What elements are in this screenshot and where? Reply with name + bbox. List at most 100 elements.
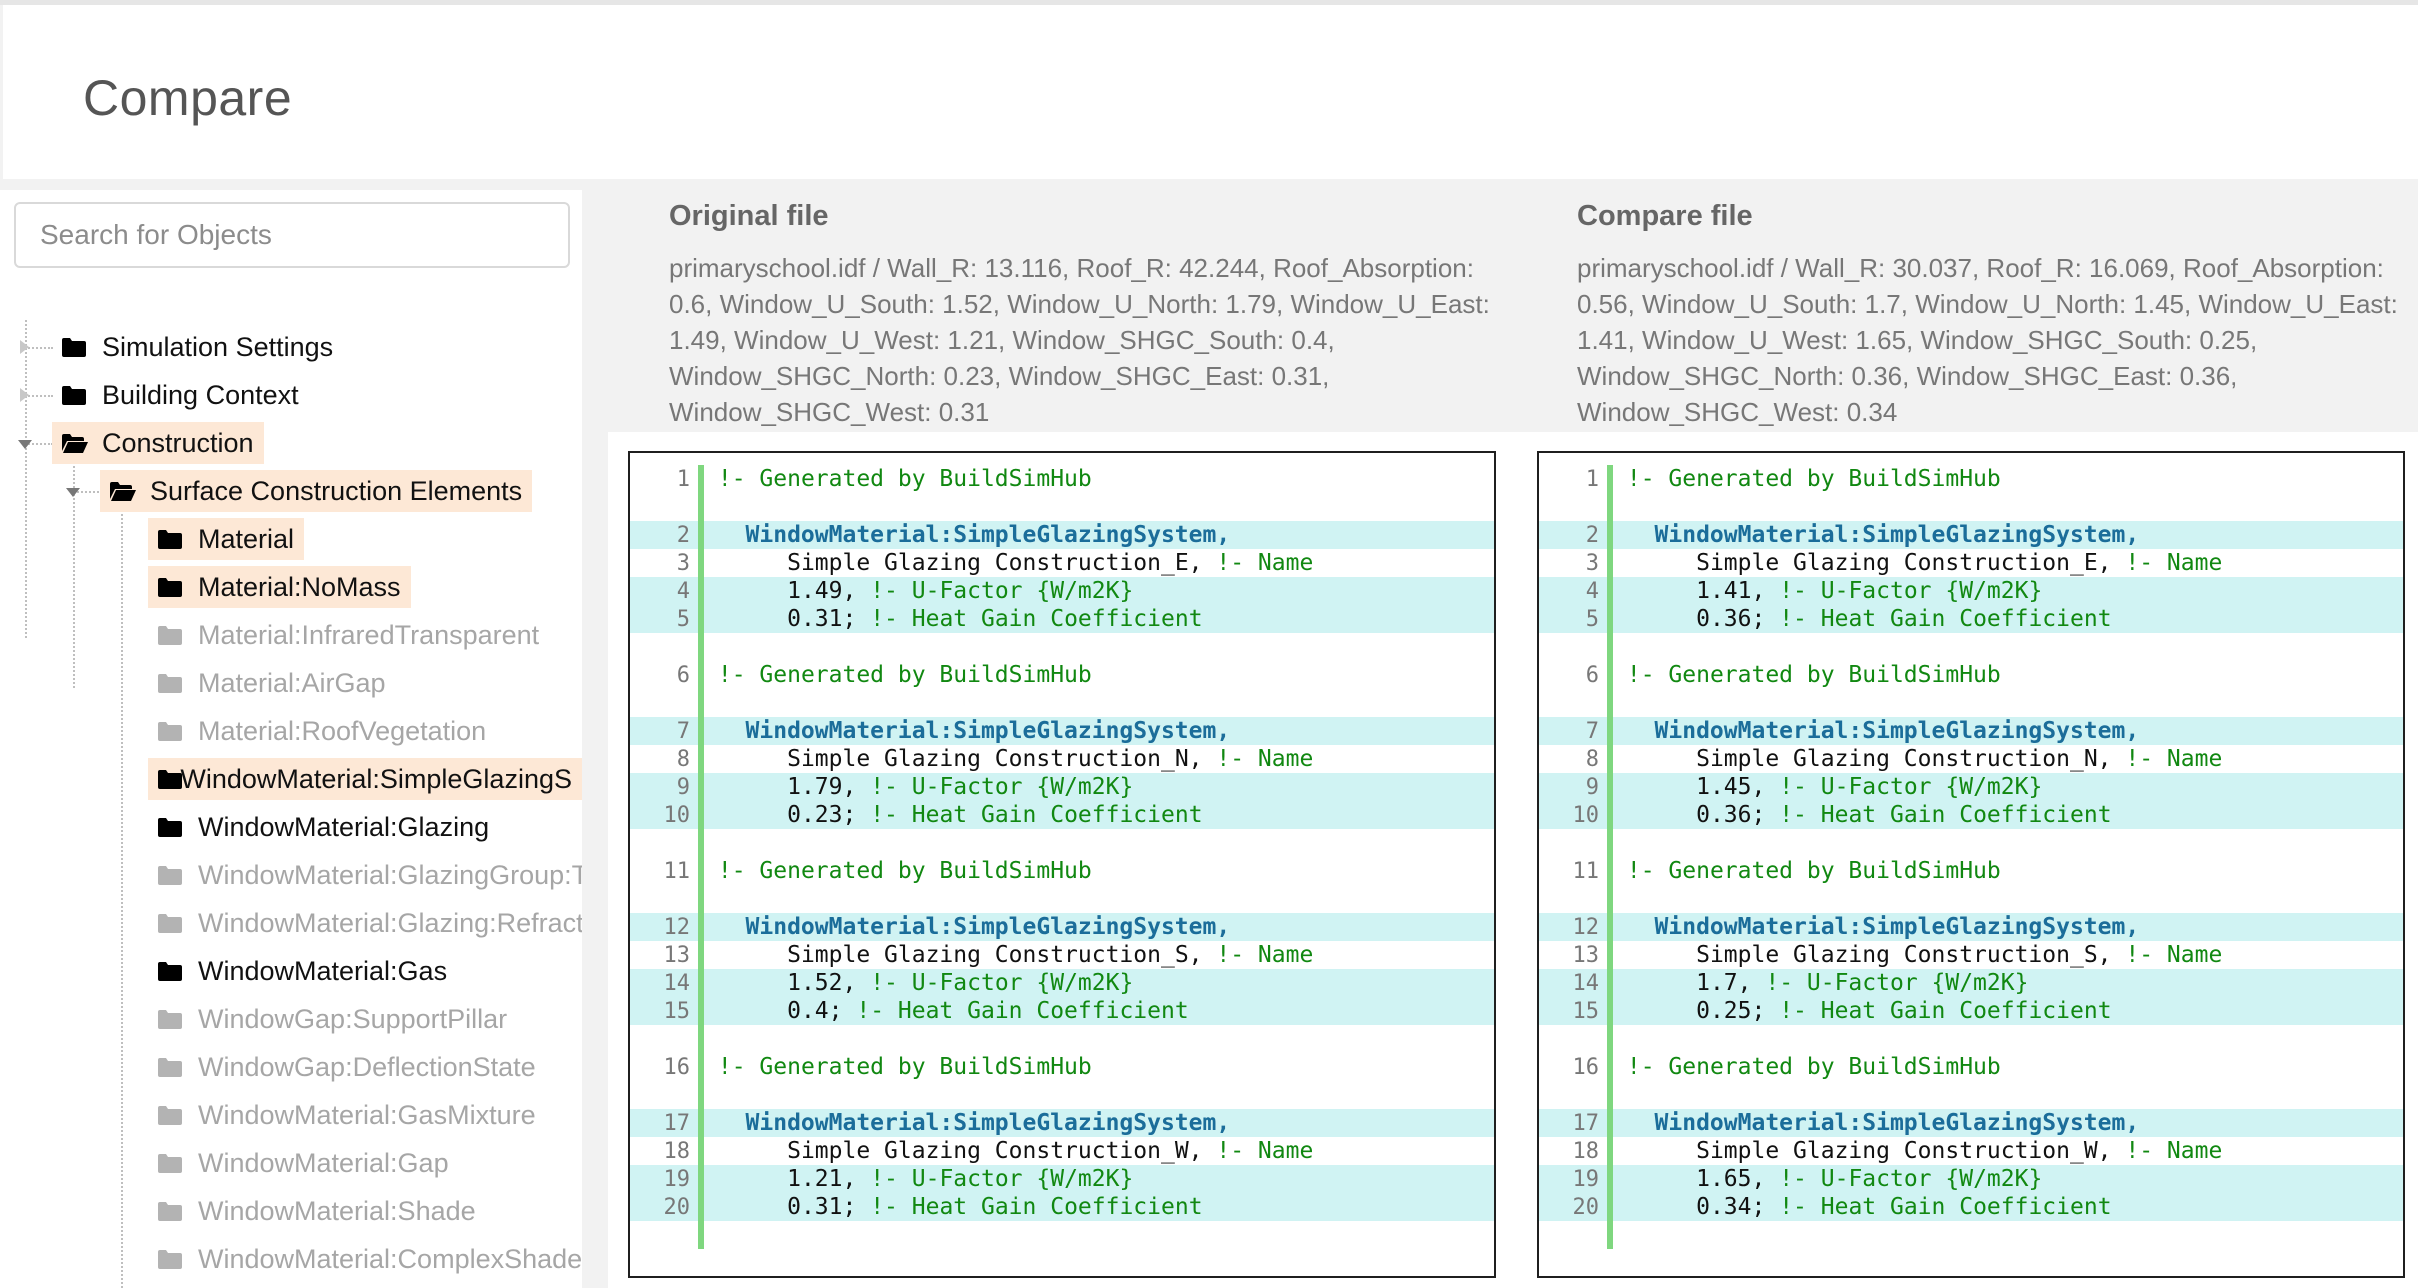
diff-change-bar: [698, 885, 704, 913]
tree-node[interactable]: Material:InfraredTransparent: [148, 614, 549, 656]
code-text: Simple Glazing Construction_E, !- Name: [704, 550, 1313, 576]
diff-change-bar: [698, 801, 704, 829]
code-text: 0.36; !- Heat Gain Coefficient: [1613, 606, 2111, 632]
diff-change-bar: [1607, 969, 1613, 997]
diff-change-bar: [1607, 605, 1613, 633]
diff-change-bar: [1607, 717, 1613, 745]
tree-node-label: Simulation Settings: [102, 331, 334, 362]
code-text: 0.4; !- Heat Gain Coefficient: [704, 998, 1189, 1024]
code-text: !- Generated by BuildSimHub: [704, 1054, 1092, 1080]
tree-node[interactable]: Material: [148, 518, 305, 560]
code-value: 1.41,: [1696, 578, 1766, 604]
tree-node[interactable]: Surface Construction Elements: [100, 470, 533, 512]
folder-icon: [158, 913, 182, 933]
tree-node[interactable]: Building Context: [52, 374, 309, 416]
code-text: Simple Glazing Construction_W, !- Name: [704, 1138, 1313, 1164]
tree-node-label: WindowMaterial:Gas: [198, 955, 448, 986]
tree-node-label: WindowMaterial:ComplexShade: [198, 1243, 582, 1274]
code-value: 1.45,: [1696, 774, 1766, 800]
code-text: 1.65, !- U-Factor {W/m2K}: [1613, 1166, 2042, 1192]
folder-icon: [158, 961, 182, 981]
tree-node[interactable]: WindowMaterial:ComplexShade: [148, 1238, 582, 1280]
desc-line: Window_SHGC_North: 0.36, Window_SHGC_Eas…: [1577, 361, 2238, 391]
code-keyword: WindowMaterial:SimpleGlazingSystem,: [745, 914, 1231, 940]
code-value: 0.36;: [1696, 802, 1766, 828]
code-text: WindowMaterial:SimpleGlazingSystem,: [704, 914, 1231, 940]
code-keyword: WindowMaterial:SimpleGlazingSystem,: [745, 1110, 1231, 1136]
line-number: 20: [1572, 1194, 1600, 1220]
folder-icon: [158, 865, 182, 885]
tree-node-label: Construction: [102, 427, 254, 458]
diff-change-bar: [1607, 885, 1613, 913]
code-text: 0.31; !- Heat Gain Coefficient: [704, 1194, 1202, 1220]
code-comment: !- U-Factor {W/m2K}: [1779, 774, 2043, 800]
diff-change-bar: [698, 997, 704, 1025]
search-input[interactable]: [14, 202, 570, 268]
code-line: 13 Simple Glazing Construction_S, !- Nam…: [630, 941, 1494, 969]
folder-icon: [158, 673, 182, 693]
line-number: 13: [1572, 942, 1600, 968]
code-value: Simple Glazing Construction_S,: [1696, 942, 2112, 968]
code-comment: !- Generated by BuildSimHub: [717, 662, 1092, 688]
code-text: WindowMaterial:SimpleGlazingSystem,: [704, 718, 1231, 744]
tree-node[interactable]: Material:RoofVegetation: [148, 710, 496, 752]
tree-node[interactable]: WindowMaterial:SimpleGlazingS: [148, 758, 582, 800]
diff-change-bar: [1607, 745, 1613, 773]
line-number: 6: [676, 662, 690, 688]
tree-node[interactable]: WindowGap:DeflectionState: [148, 1046, 546, 1088]
code-comment: !- Name: [1216, 942, 1314, 968]
diff-change-bar: [698, 829, 704, 857]
expand-icon[interactable]: [20, 388, 29, 402]
tree-node[interactable]: WindowMaterial:GlazingGroup:T: [148, 854, 582, 896]
original-code-panel[interactable]: 1 !- Generated by BuildSimHub 2 WindowMat…: [628, 451, 1496, 1278]
code-value: 1.21,: [787, 1166, 857, 1192]
tree-connector: [121, 506, 123, 1288]
code-text: !- Generated by BuildSimHub: [1613, 466, 2001, 492]
tree-node[interactable]: WindowMaterial:Gap: [148, 1142, 459, 1184]
tree-node[interactable]: WindowMaterial:Gas: [148, 950, 457, 992]
code-line: 5 0.31; !- Heat Gain Coefficient: [630, 605, 1494, 633]
code-text: !- Generated by BuildSimHub: [1613, 858, 2001, 884]
code-text: !- Generated by BuildSimHub: [1613, 662, 2001, 688]
code-text: WindowMaterial:SimpleGlazingSystem,: [704, 1110, 1231, 1136]
code-line: 20 0.31; !- Heat Gain Coefficient: [630, 1193, 1494, 1221]
collapse-icon[interactable]: [18, 440, 32, 449]
line-number: 1: [676, 466, 690, 492]
line-number: 9: [676, 774, 690, 800]
diff-change-bar: [1607, 633, 1613, 661]
tree-node-label: Material:AirGap: [198, 667, 386, 698]
code-value: 0.31;: [787, 1194, 857, 1220]
line-number: 2: [676, 522, 690, 548]
folder-icon: [158, 721, 182, 741]
tree-node-label: WindowMaterial:Glazing:Refract: [198, 907, 582, 938]
tree-node[interactable]: Material:NoMass: [148, 566, 411, 608]
tree-node[interactable]: WindowMaterial:Shade: [148, 1190, 486, 1232]
diff-change-bar: [698, 605, 704, 633]
original-file-heading: Original file: [669, 200, 829, 232]
collapse-icon[interactable]: [66, 488, 80, 497]
code-line: 1 !- Generated by BuildSimHub: [1539, 465, 2403, 493]
diff-change-bar: [698, 1165, 704, 1193]
line-number: 4: [1585, 578, 1599, 604]
code-keyword: WindowMaterial:SimpleGlazingSystem,: [745, 522, 1231, 548]
expand-icon[interactable]: [20, 340, 29, 354]
tree-node[interactable]: WindowMaterial:Glazing:Refract: [148, 902, 582, 944]
code-comment: !- U-Factor {W/m2K}: [1779, 578, 2043, 604]
tree-node[interactable]: Material:AirGap: [148, 662, 396, 704]
tree-node[interactable]: Construction: [52, 422, 264, 464]
diff-change-bar: [1607, 941, 1613, 969]
tree-node[interactable]: WindowGap:SupportPillar: [148, 998, 517, 1040]
code-text: 1.79, !- U-Factor {W/m2K}: [704, 774, 1133, 800]
folder-icon: [62, 337, 86, 357]
tree-node[interactable]: WindowMaterial:Glazing: [148, 806, 499, 848]
code-comment: !- U-Factor {W/m2K}: [870, 774, 1134, 800]
code-comment: !- Heat Gain Coefficient: [1779, 1194, 2112, 1220]
diff-change-bar: [698, 745, 704, 773]
tree-node-label: Material: [198, 523, 295, 554]
tree-node[interactable]: Simulation Settings: [52, 326, 343, 368]
code-keyword: WindowMaterial:SimpleGlazingSystem,: [1654, 718, 2140, 744]
page-title: Compare: [83, 70, 293, 126]
tree-node[interactable]: WindowMaterial:GasMixture: [148, 1094, 546, 1136]
